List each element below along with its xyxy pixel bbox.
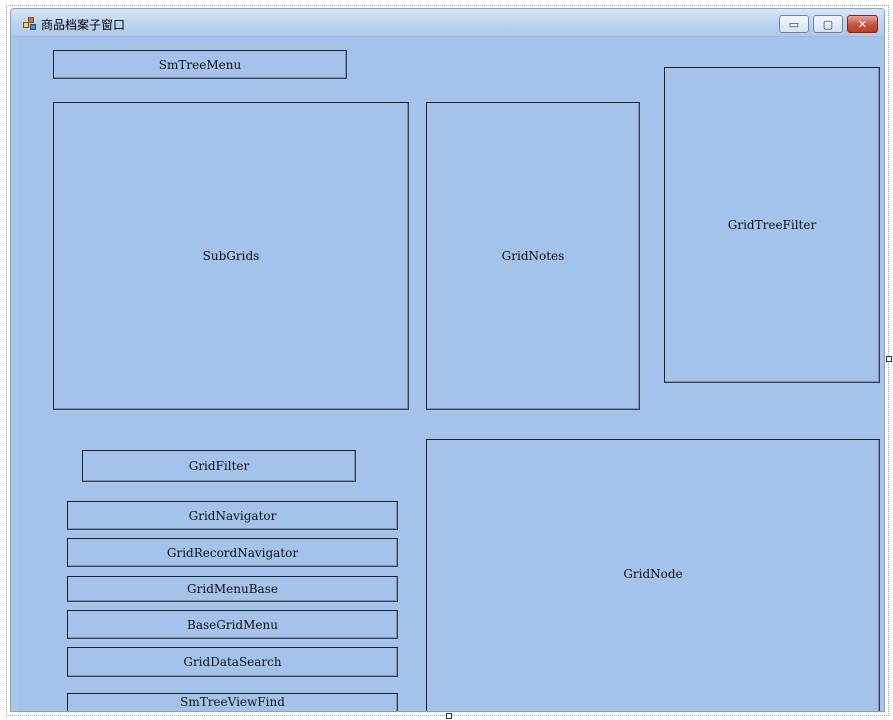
grid-notes-control[interactable]: GridNotes: [426, 102, 640, 410]
form-window: 商品档案子窗口 ▭ ▢ ✕ SmTreeMenu SubGrids GridNo…: [10, 8, 885, 712]
app-icon: [23, 17, 37, 31]
close-button[interactable]: ✕: [847, 15, 878, 33]
maximize-button[interactable]: ▢: [813, 15, 843, 33]
sm-tree-view-find-control[interactable]: SmTreeViewFind: [67, 693, 398, 711]
grid-record-navigator-control[interactable]: GridRecordNavigator: [67, 538, 398, 567]
grid-navigator-control[interactable]: GridNavigator: [67, 501, 398, 530]
grid-tree-filter-control[interactable]: GridTreeFilter: [664, 67, 880, 383]
window-title: 商品档案子窗口: [41, 18, 126, 32]
grid-filter-control[interactable]: GridFilter: [82, 450, 356, 482]
sub-grids-control[interactable]: SubGrids: [53, 102, 409, 410]
grid-data-search-control[interactable]: GridDataSearch: [67, 647, 398, 677]
title-bar[interactable]: 商品档案子窗口 ▭ ▢ ✕: [11, 9, 884, 37]
base-grid-menu-control[interactable]: BaseGridMenu: [67, 610, 398, 639]
minimize-button[interactable]: ▭: [779, 15, 809, 33]
sm-tree-menu-control[interactable]: SmTreeMenu: [53, 50, 347, 79]
grid-menu-base-control[interactable]: GridMenuBase: [67, 576, 398, 602]
resize-grip-right[interactable]: [886, 356, 892, 362]
resize-grip-bottom[interactable]: [446, 713, 452, 719]
minimize-icon: ▭: [788, 17, 800, 31]
grid-node-control[interactable]: GridNode: [426, 439, 880, 711]
maximize-icon: ▢: [822, 17, 834, 31]
close-icon: ✕: [857, 17, 868, 31]
form-client-area: SmTreeMenu SubGrids GridNotes GridTreeFi…: [17, 37, 880, 711]
